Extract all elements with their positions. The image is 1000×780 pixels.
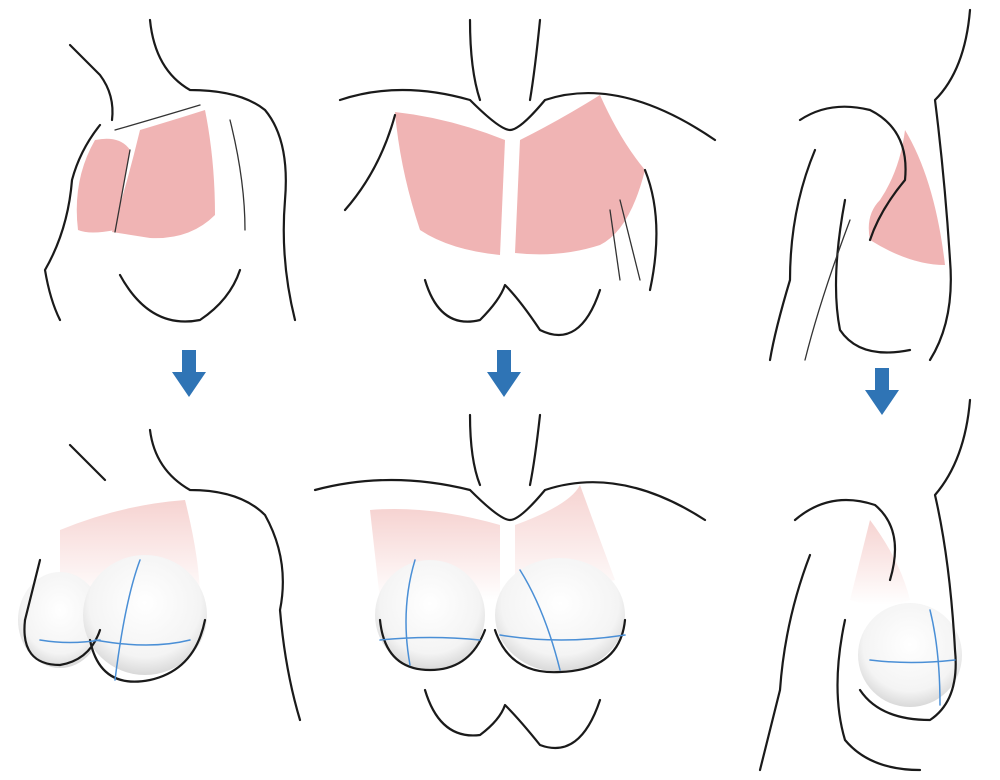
breast-left bbox=[375, 560, 485, 670]
breast-right bbox=[495, 558, 625, 672]
pectoral-muscle-right bbox=[515, 95, 645, 255]
breast-right bbox=[83, 555, 207, 675]
panel-side-muscle bbox=[768, 8, 972, 362]
pectoral-muscle-left bbox=[395, 112, 505, 255]
pectoral-muscle-right bbox=[112, 110, 215, 239]
panel-front-breast bbox=[313, 413, 707, 750]
pectoral-muscle-side bbox=[868, 130, 945, 265]
breast-left bbox=[18, 572, 102, 668]
breast-side bbox=[858, 603, 962, 707]
panel-front-muscle bbox=[338, 18, 717, 336]
pectoral-muscle-left bbox=[76, 138, 130, 233]
arrow-down-icon bbox=[172, 350, 899, 415]
panel-front-three-quarter-breast bbox=[18, 428, 302, 722]
panel-side-breast bbox=[758, 398, 972, 772]
panel-front-three-quarter-muscle bbox=[43, 18, 297, 323]
